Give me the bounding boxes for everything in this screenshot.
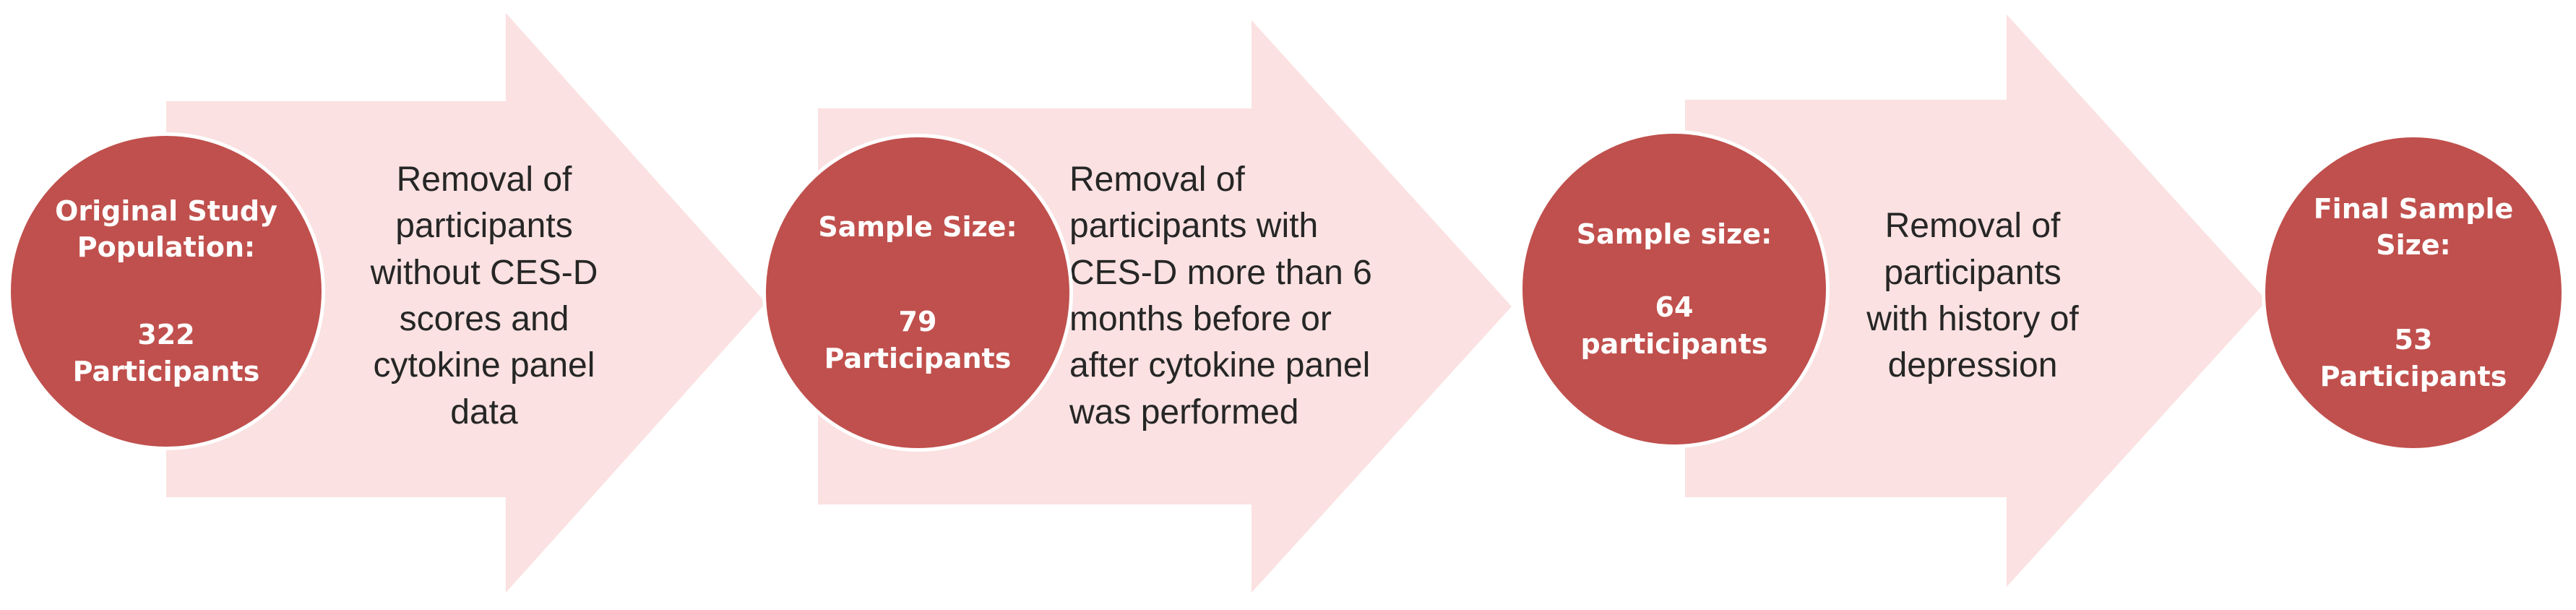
stage-1-heading: Original Study Population:: [55, 194, 277, 264]
stage-circle-2: Sample Size: 79 Participants: [762, 134, 1073, 452]
stage-circle-4: Final Sample Size: 53 Participants: [2262, 134, 2565, 452]
arrow-3: [1685, 14, 2267, 587]
stage-circle-3: Sample size: 64 participants: [1519, 130, 1830, 448]
stage-4-heading: Final Sample Size:: [2313, 192, 2514, 262]
stage-1-count: 322 Participants: [72, 319, 260, 387]
step-text-2: Removal of participants with CES-D more …: [1069, 160, 1372, 431]
step-text-1: Removal of participants without CES-D sc…: [370, 160, 598, 431]
arrow-1: [166, 13, 766, 593]
stage-circle-1: Original Study Population: 322 Participa…: [7, 132, 325, 450]
stage-4-count: 53 Participants: [2319, 324, 2507, 392]
stage-3-count: 64 participants: [1580, 291, 1768, 360]
step-text-3: Removal of participants with history of …: [1866, 207, 2079, 385]
stage-2-count: 79 Participants: [824, 306, 1012, 374]
stage-2-heading: Sample Size:: [818, 210, 1017, 243]
stage-3-heading: Sample size:: [1576, 218, 1772, 250]
